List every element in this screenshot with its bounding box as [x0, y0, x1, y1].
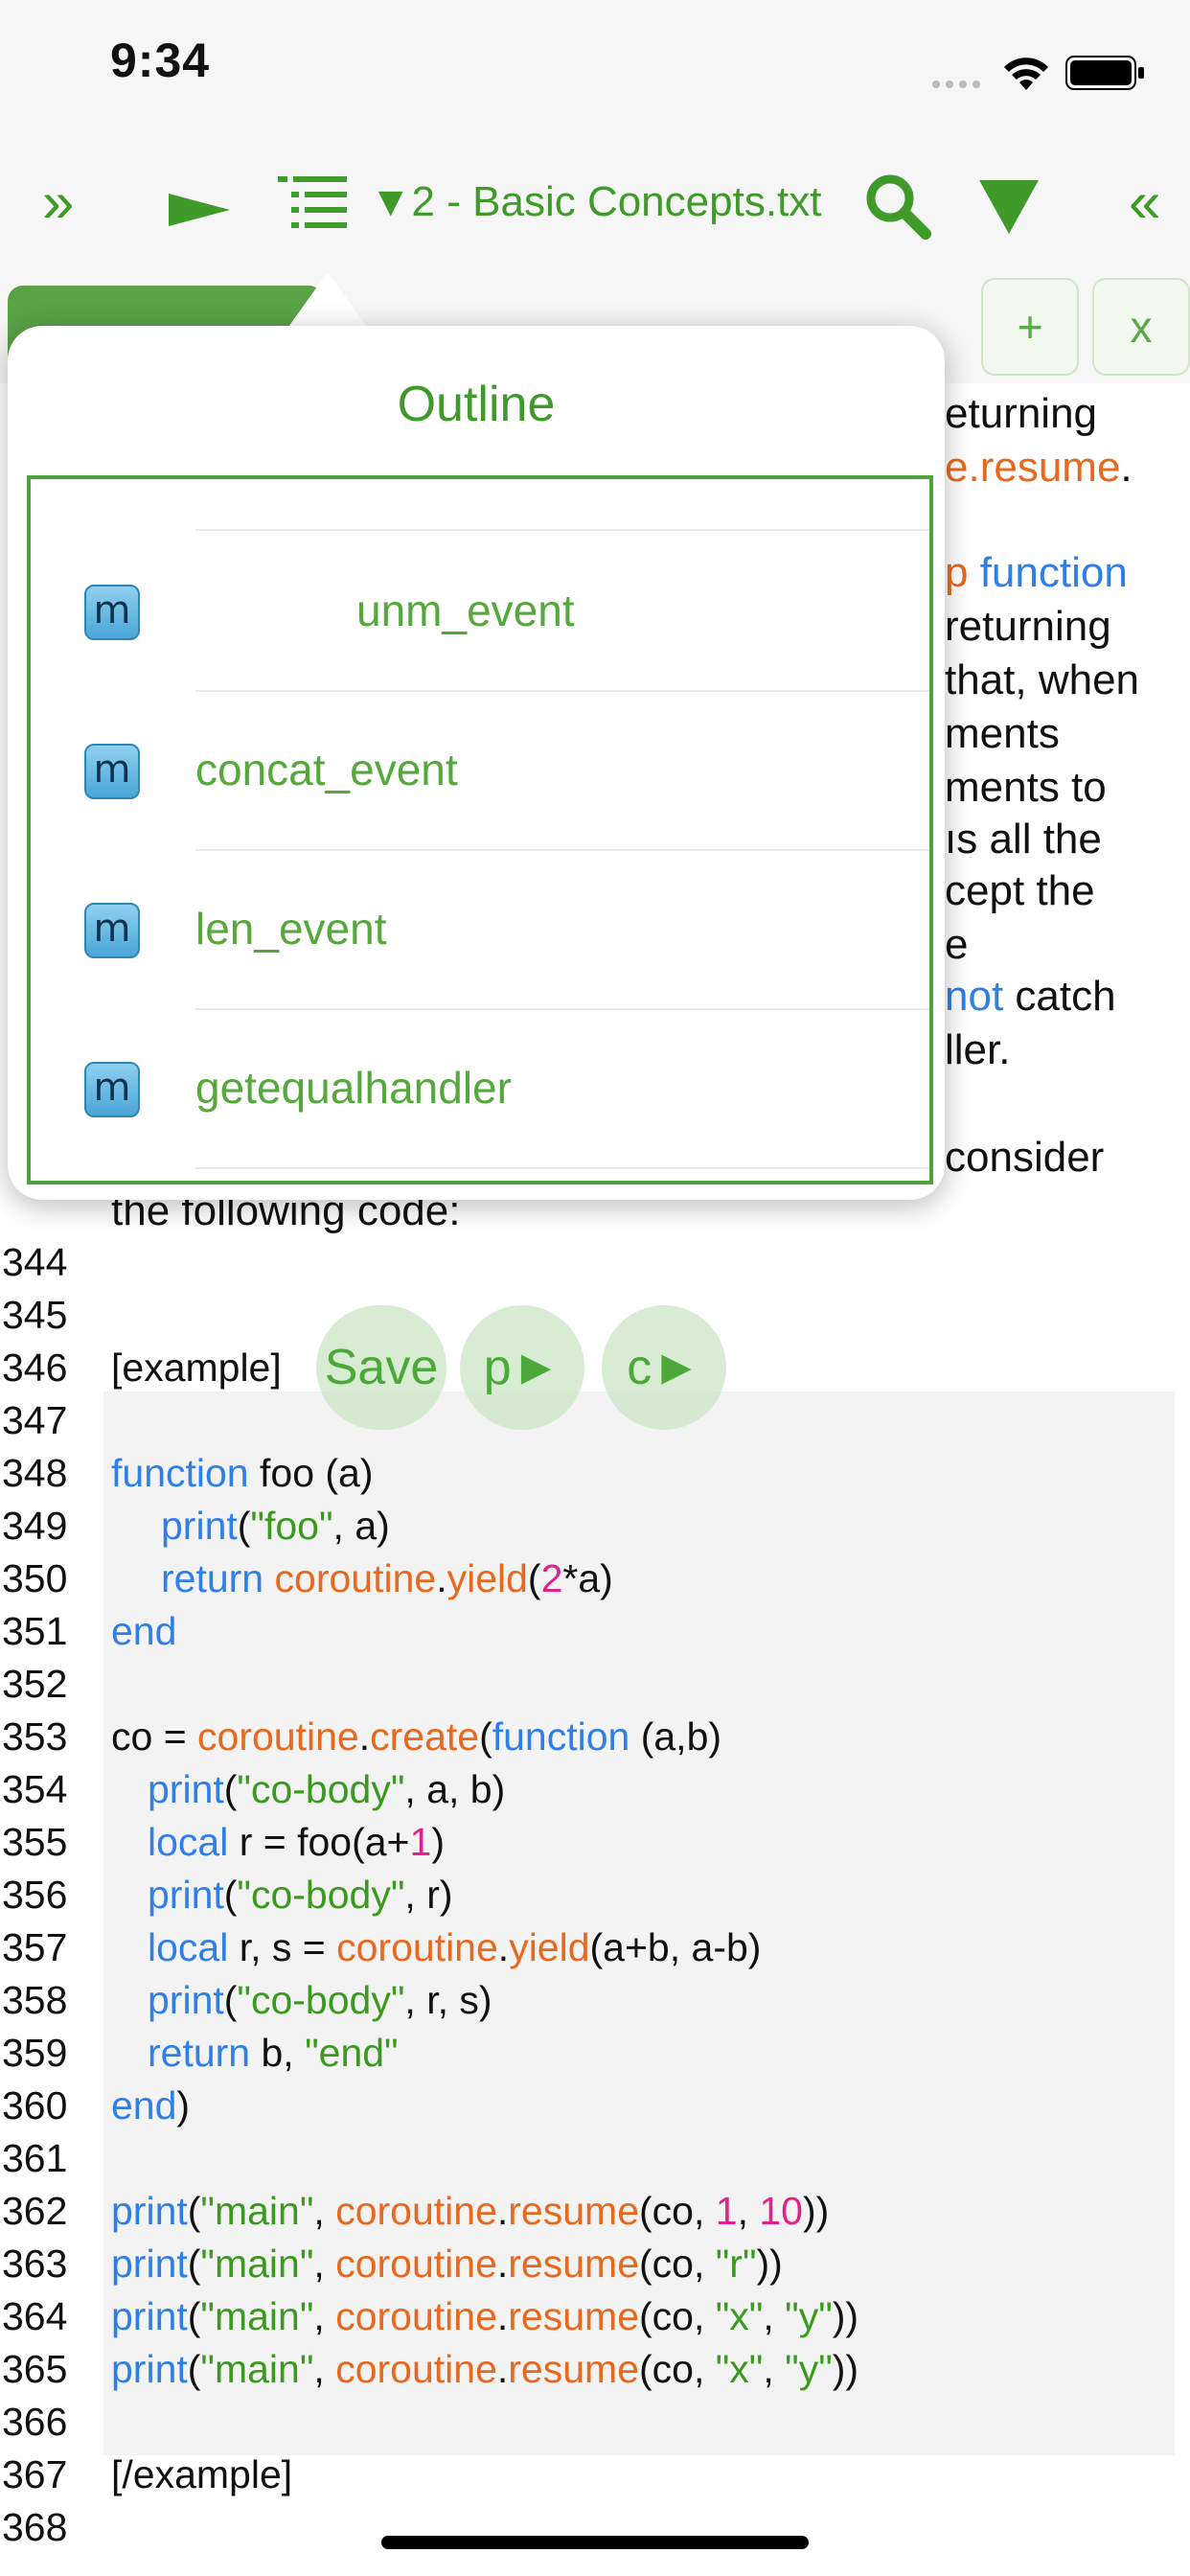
home-indicator — [381, 2536, 809, 2549]
code-line: print("main", coroutine.resume(co, "x", … — [111, 2347, 859, 2391]
line-number: 367 — [2, 2452, 68, 2496]
line-number: 345 — [2, 1293, 68, 1337]
line-number: 352 — [2, 1662, 68, 1706]
line-number: 360 — [2, 2083, 68, 2128]
line-number: 351 — [2, 1609, 68, 1653]
list-item[interactable] — [31, 479, 929, 531]
code-line: end) — [111, 2083, 191, 2128]
outline-item-label: getequalhandler — [195, 1063, 512, 1113]
status-time: 9:34 — [110, 34, 211, 87]
close-tab-button[interactable]: x — [1092, 278, 1190, 376]
code-line: return coroutine.yield(2*a) — [161, 1556, 613, 1600]
doc-text-line: p function — [945, 549, 1128, 596]
line-number: 355 — [2, 1820, 68, 1864]
doc-text-line: consider — [945, 1134, 1105, 1181]
outline-list-button[interactable] — [278, 174, 347, 239]
file-title-dropdown[interactable]: ▼2 - Basic Concepts.txt — [370, 178, 822, 225]
line-number: 356 — [2, 1873, 68, 1917]
line-number: 358 — [2, 1978, 68, 2022]
line-number: 359 — [2, 2031, 68, 2075]
code-line: end — [111, 1609, 177, 1653]
line-number: 349 — [2, 1504, 68, 1548]
code-line: local r = foo(a+1) — [148, 1820, 445, 1864]
code-line: function foo (a) — [111, 1451, 374, 1495]
line-number: 348 — [2, 1451, 68, 1495]
doc-text-line: cept the — [945, 867, 1095, 914]
code-line: local r, s = coroutine.yield(a+b, a-b) — [148, 1925, 762, 1969]
doc-text-line: eturning — [945, 390, 1098, 437]
collapse-left-button[interactable]: » — [42, 170, 75, 234]
code-line: print("co-body", r) — [148, 1873, 453, 1917]
outline-item-label: concat_event — [195, 745, 458, 794]
example-code-block — [103, 1392, 1175, 2455]
collapse-right-button[interactable]: « — [1129, 170, 1161, 234]
code-line: print("main", coroutine.resume(co, 1, 10… — [111, 2189, 830, 2233]
doc-text-line: ments — [945, 710, 1060, 757]
doc-text-line: e.resume. — [945, 444, 1133, 491]
method-icon: m — [84, 1062, 140, 1117]
status-bar — [0, 0, 1190, 134]
outline-item-unm-event[interactable]: m unm_event — [31, 533, 929, 692]
line-number: 346 — [2, 1346, 68, 1390]
line-number: 361 — [2, 2136, 68, 2180]
line-number: 344 — [2, 1240, 68, 1284]
battery-icon — [1065, 56, 1146, 95]
outline-item-concat-event[interactable]: m concat_event — [31, 692, 929, 851]
code-line: [/example] — [111, 2452, 293, 2496]
code-line: return b, "end" — [148, 2031, 399, 2075]
doc-text-line: that, when — [945, 656, 1140, 703]
code-line: print("main", coroutine.resume(co, "r")) — [111, 2242, 783, 2286]
code-line: print("co-body", r, s) — [148, 1978, 492, 2022]
outline-item-getequalhandler[interactable]: m getequalhandler — [31, 1010, 929, 1169]
outline-item-label: len_event — [195, 904, 387, 954]
outline-item-label: unm_event — [356, 586, 575, 635]
method-icon: m — [84, 585, 140, 640]
run-button[interactable] — [169, 188, 230, 237]
line-number: 362 — [2, 2189, 68, 2233]
dropdown-arrow-icon[interactable] — [979, 180, 1039, 239]
code-line: print("main", coroutine.resume(co, "x", … — [111, 2294, 859, 2338]
code-line: co = coroutine.create(function (a,b) — [111, 1714, 722, 1759]
method-icon: m — [84, 903, 140, 958]
line-number: 357 — [2, 1925, 68, 1969]
popover-arrow — [284, 272, 372, 334]
save-button[interactable]: Save — [316, 1305, 446, 1430]
line-number: 365 — [2, 2347, 68, 2391]
add-tab-button[interactable]: + — [981, 278, 1079, 376]
line-number: 366 — [2, 2400, 68, 2444]
outline-item-len-event[interactable]: m len_event — [31, 851, 929, 1010]
code-line: print("foo", a) — [161, 1504, 390, 1548]
line-number: 353 — [2, 1714, 68, 1759]
run-c-button[interactable]: c► — [602, 1305, 726, 1430]
search-icon[interactable] — [864, 172, 931, 244]
doc-text-line: e — [945, 921, 969, 968]
wifi-icon — [1002, 54, 1050, 97]
run-p-button[interactable]: p► — [460, 1305, 584, 1430]
popover-title: Outline — [397, 377, 556, 432]
doc-text-line: ments to — [945, 764, 1107, 811]
line-number: 347 — [2, 1398, 68, 1442]
code-line: print("co-body", a, b) — [148, 1767, 506, 1811]
line-number: 368 — [2, 2505, 68, 2549]
line-number: 354 — [2, 1767, 68, 1811]
cellular-signal-icon — [931, 77, 987, 88]
doc-text-line: ıs all the — [945, 816, 1102, 862]
line-number: 363 — [2, 2242, 68, 2286]
doc-text-line: returning — [945, 603, 1111, 650]
outline-list[interactable]: m unm_event m concat_event m len_event m… — [27, 475, 933, 1184]
doc-text-line: ller. — [945, 1026, 1011, 1073]
method-icon: m — [84, 744, 140, 799]
doc-text-line: not catch — [945, 973, 1116, 1020]
line-number: 364 — [2, 2294, 68, 2338]
code-line: [example] — [111, 1346, 282, 1390]
line-number: 350 — [2, 1556, 68, 1600]
